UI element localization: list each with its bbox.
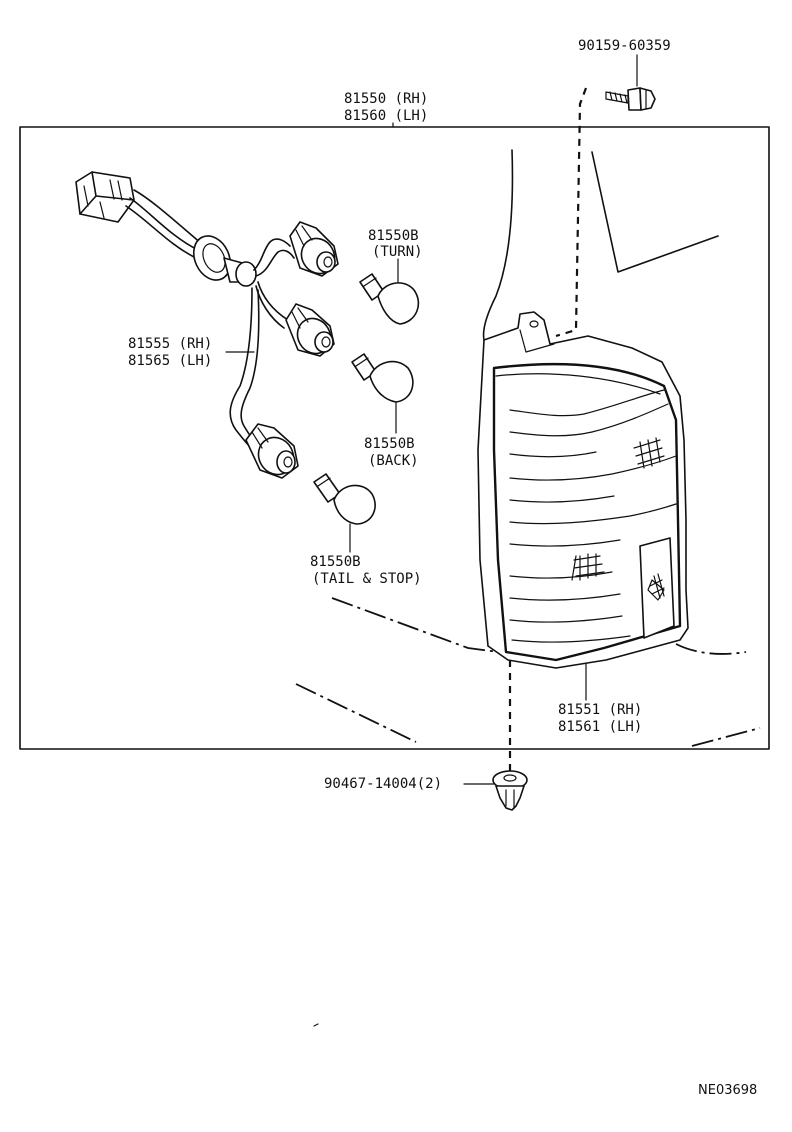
harness-grommet-icon [192,235,257,287]
bulb-turn-desc-label: (TURN) [372,244,423,260]
bolt-installation-dashed-line [555,87,588,338]
vehicle-body-outline [295,149,761,747]
bulb-back-icon [351,353,414,403]
socket-lh-label: 81565 (LH) [128,353,212,369]
stray-mark [313,1023,319,1027]
lens-lh-label: 81561 (LH) [558,719,642,735]
assembly-boundary-box [19,126,770,750]
socket-back-icon [285,303,335,357]
harness-connector-icon [75,171,135,223]
assembly-lh-label: 81560 (LH) [344,108,428,124]
bolt-icon [605,87,656,111]
socket-rh-label: 81555 (RH) [128,336,212,352]
bulb-turn-icon [359,273,420,325]
bulb-tail-stop-desc-label: (TAIL & STOP) [312,571,422,587]
assembly-rh-label: 81550 (RH) [344,91,428,107]
bulb-tail-stop-icon [313,473,376,525]
bulb-back-desc-label: (BACK) [368,453,419,469]
socket-turn-icon [289,221,339,277]
bolt-part-label: 90159-60359 [578,38,671,54]
socket-tail-stop-icon [245,423,299,479]
bulb-back-part-label: 81550B [364,436,415,452]
bulb-turn-part-label: 81550B [368,228,419,244]
clip-icon [492,770,528,811]
lens-rh-label: 81551 (RH) [558,702,642,718]
clip-part-label: 90467-14004(2) [324,776,442,792]
tail-lamp-housing-icon [477,311,689,669]
bulb-tail-stop-part-label: 81550B [310,554,361,570]
diagram-code-label: NE03698 [698,1083,757,1098]
socket-wires [229,238,295,453]
harness-wires [125,189,203,259]
